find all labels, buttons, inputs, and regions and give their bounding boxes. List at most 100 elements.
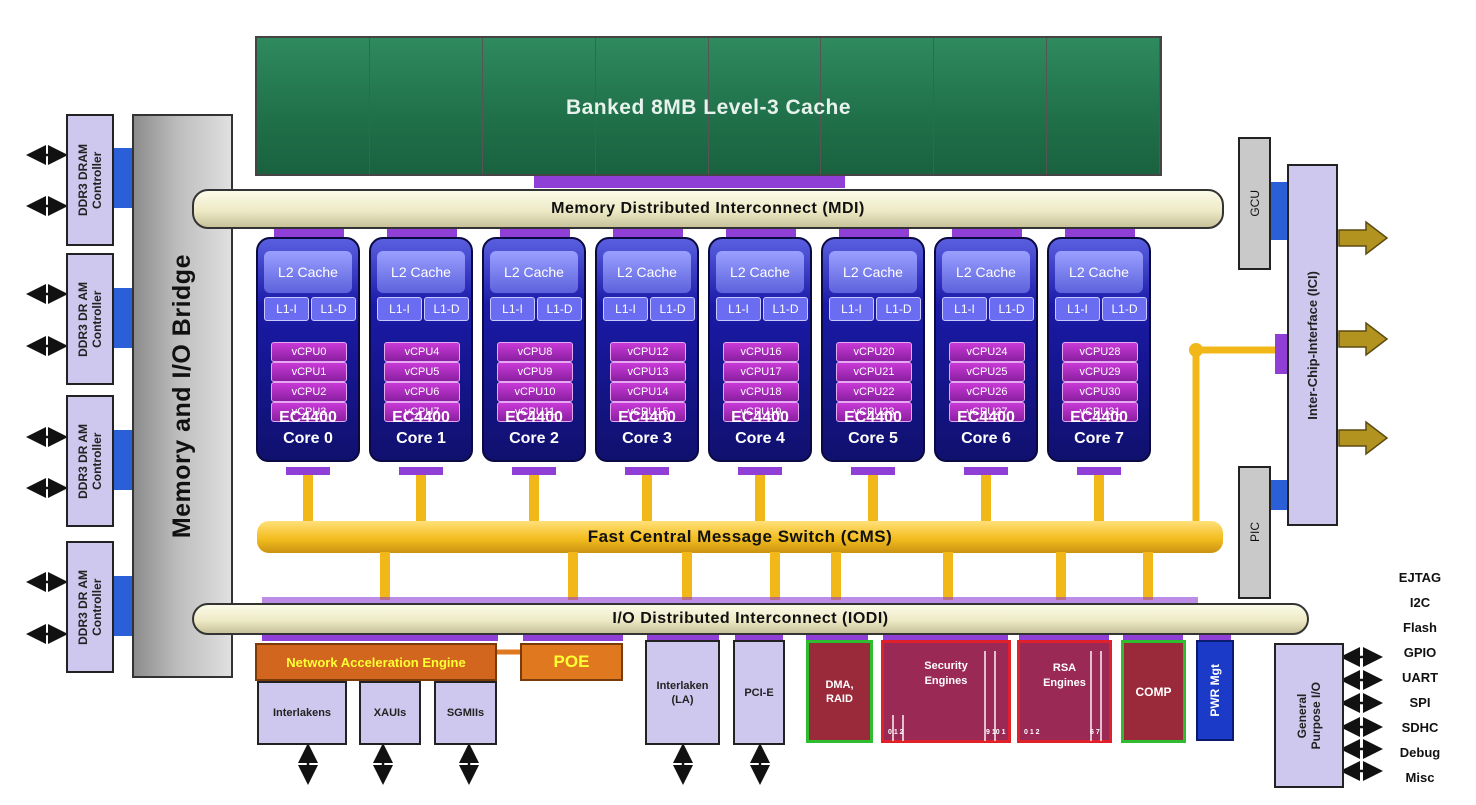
interlakens-block: Interlakens bbox=[257, 681, 347, 745]
l1-d-cache: L1-D bbox=[650, 297, 695, 321]
iodi-label: I/O Distributed Interconnect (IODI) bbox=[612, 610, 889, 627]
ici-arrow bbox=[1338, 220, 1389, 256]
l1-i-cache: L1-I bbox=[716, 297, 761, 321]
cms-iodi-link bbox=[568, 552, 578, 600]
cache-bank bbox=[821, 38, 935, 174]
core-cms-connector bbox=[851, 467, 895, 475]
core-cms-connector bbox=[512, 467, 556, 475]
rsa-engines-block: RSA Engines 0 1 2 6 7 bbox=[1017, 640, 1112, 743]
vcpu: vCPU31 bbox=[1062, 402, 1138, 422]
signal-label: SDHC bbox=[1401, 720, 1439, 735]
vcpu: vCPU28 bbox=[1062, 342, 1138, 362]
l1-d-cache: L1-D bbox=[763, 297, 808, 321]
vcpu: vCPU0 bbox=[271, 342, 347, 362]
engine-index: 6 7 bbox=[1090, 729, 1100, 736]
cms-iodi-link bbox=[1056, 552, 1066, 600]
l2-cache: L2 Cache bbox=[490, 251, 578, 293]
link-node bbox=[1189, 343, 1203, 357]
vcpu: vCPU1 bbox=[271, 362, 347, 382]
core-cms-link bbox=[642, 475, 652, 522]
pic-ici-link bbox=[1271, 480, 1287, 510]
engine-lane bbox=[902, 715, 904, 741]
core-cms-link bbox=[755, 475, 765, 522]
iodi-connector bbox=[523, 635, 623, 641]
vcpu: vCPU2 bbox=[271, 382, 347, 402]
iodi-bus: I/O Distributed Interconnect (IODI) bbox=[192, 603, 1309, 635]
comp-label: COMP bbox=[1135, 684, 1172, 699]
core-cms-connector bbox=[964, 467, 1008, 475]
dma-raid-block: DMA, RAID bbox=[806, 640, 873, 743]
ddr3-controller-3: DDR3 DR AM Controller bbox=[66, 541, 114, 673]
vcpu: vCPU15 bbox=[610, 402, 686, 422]
core-cms-connector bbox=[286, 467, 330, 475]
poe-block: POE bbox=[520, 643, 623, 681]
signal-label: SPI bbox=[1409, 695, 1431, 710]
core-model: EC4400 bbox=[505, 409, 563, 426]
interlaken-la-block: Interlaken (LA) bbox=[645, 640, 720, 745]
iodi-connector bbox=[647, 635, 719, 641]
iodi-connector bbox=[262, 635, 498, 641]
vcpu: vCPU23 bbox=[836, 402, 912, 422]
vcpu: vCPU27 bbox=[949, 402, 1025, 422]
core-label: Core 3 bbox=[622, 430, 672, 447]
gcu-ici-link bbox=[1271, 182, 1287, 240]
core-model: EC4400 bbox=[731, 409, 789, 426]
core-mdi-connector bbox=[952, 229, 1022, 237]
engine-lane bbox=[994, 651, 996, 741]
cache-bank bbox=[1047, 38, 1160, 174]
vcpu: vCPU12 bbox=[610, 342, 686, 362]
vcpu: vCPU22 bbox=[836, 382, 912, 402]
core-mdi-connector bbox=[274, 229, 344, 237]
iodi-connector bbox=[1199, 635, 1231, 641]
ici-arrow bbox=[1338, 420, 1389, 456]
gcu-block: GCU bbox=[1238, 137, 1271, 270]
vcpu: vCPU4 bbox=[384, 342, 460, 362]
cms-iodi-link bbox=[682, 552, 692, 600]
sgmiis-block: SGMIIs bbox=[434, 681, 497, 745]
core-cms-link bbox=[1094, 475, 1104, 522]
engine-lane bbox=[892, 715, 894, 741]
iodi-connector bbox=[806, 635, 868, 641]
l1-d-cache: L1-D bbox=[1102, 297, 1147, 321]
ddr-link bbox=[114, 576, 132, 636]
vcpu: vCPU19 bbox=[723, 402, 799, 422]
engine-index: 0 1 2 bbox=[1024, 729, 1040, 736]
core-cms-link bbox=[416, 475, 426, 522]
core-label: Core 2 bbox=[509, 430, 559, 447]
l2-cache: L2 Cache bbox=[942, 251, 1030, 293]
rsa-label: RSA Engines bbox=[1043, 662, 1086, 689]
cache-bank bbox=[934, 38, 1048, 174]
core-model: EC4400 bbox=[618, 409, 676, 426]
mdi-bus: Memory Distributed Interconnect (MDI) bbox=[192, 189, 1224, 229]
l1-d-cache: L1-D bbox=[537, 297, 582, 321]
bridge-label: Memory and I/O Bridge bbox=[168, 253, 196, 539]
l3-connector bbox=[534, 176, 845, 188]
core-label: Core 7 bbox=[1074, 430, 1124, 447]
l2-cache: L2 Cache bbox=[716, 251, 804, 293]
cms-iodi-link bbox=[831, 552, 841, 600]
l2-cache: L2 Cache bbox=[1055, 251, 1143, 293]
vcpu: vCPU26 bbox=[949, 382, 1025, 402]
cms-bus: Fast Central Message Switch (CMS) bbox=[257, 521, 1223, 553]
vcpu: vCPU25 bbox=[949, 362, 1025, 382]
ddr3-controller-0: DDR3 DRAM Controller bbox=[66, 114, 114, 246]
vcpu: vCPU9 bbox=[497, 362, 573, 382]
core-cms-link bbox=[981, 475, 991, 522]
vcpu: vCPU14 bbox=[610, 382, 686, 402]
gpio-label: General Purpose I/O bbox=[1295, 681, 1323, 750]
ddr3-controller-label: DDR3 DR AM Controller bbox=[76, 423, 104, 499]
iodi-connector bbox=[1019, 635, 1109, 641]
iodi-connector bbox=[883, 635, 1008, 641]
